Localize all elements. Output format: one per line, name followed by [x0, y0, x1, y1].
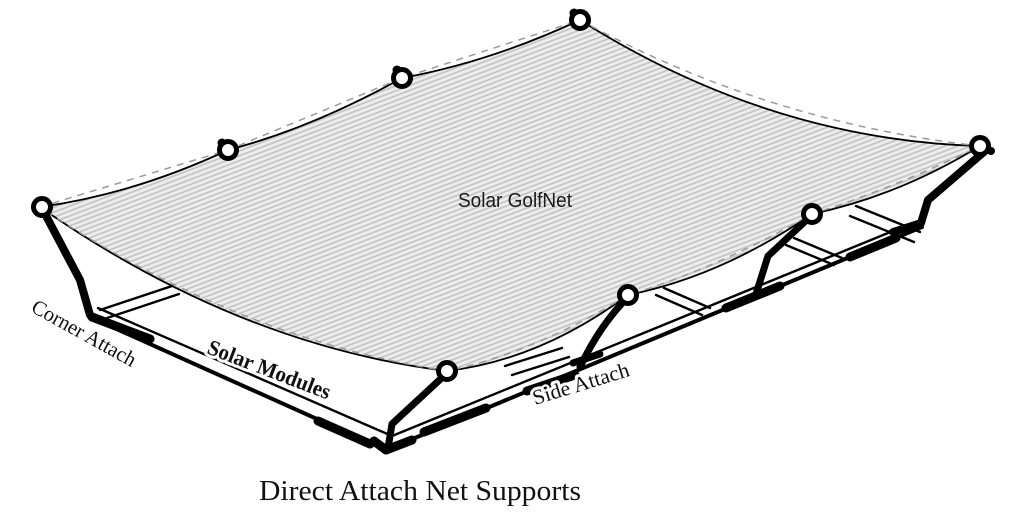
rail-bracket — [522, 370, 580, 396]
net-label: Solar GolfNet — [458, 190, 572, 212]
eye-bolt-ring-icon — [801, 203, 823, 225]
module-edge-line — [105, 292, 181, 320]
eye-bolt-ring-icon — [391, 67, 413, 89]
module-divider-line — [510, 355, 571, 377]
eye-bolt-ring-icon — [217, 139, 239, 161]
eye-bolt-ring-icon — [617, 284, 639, 306]
eye-bolt-ring-icon — [569, 9, 591, 31]
module-edge-line — [98, 284, 174, 312]
module-divider-line — [654, 293, 704, 317]
eye-bolt-ring-icon — [436, 360, 458, 382]
rail-bracket — [721, 281, 785, 313]
module-edge-line — [848, 214, 916, 244]
perimeter-cable-dashed-line — [39, 19, 983, 372]
module-divider-line — [784, 243, 836, 267]
module-divider-line — [662, 286, 712, 310]
corner-attach-post-right — [889, 147, 989, 236]
rail-bracket — [87, 312, 155, 344]
corner-attach-post-left — [40, 208, 94, 319]
frame-rail-inner-right — [390, 222, 912, 438]
side-attach-strut — [752, 211, 816, 298]
module-divider-line — [792, 236, 844, 260]
rail-bracket — [419, 403, 491, 437]
module-frame — [90, 204, 924, 452]
solar-modules-label: Solar Modules — [204, 334, 335, 404]
rail-bracket — [313, 416, 375, 449]
module-divider-line — [503, 346, 564, 368]
attachment-rings — [31, 8, 995, 382]
figure-caption: Direct Attach Net Supports — [259, 475, 581, 507]
rail-bracket — [845, 233, 901, 262]
eye-bolt-ring-icon — [969, 135, 991, 157]
frame-rail-inner-left — [96, 306, 394, 438]
eye-bolt-ring-icon — [31, 196, 53, 218]
front-corner-strut — [384, 369, 451, 452]
corner-foot-bracket — [369, 435, 417, 455]
